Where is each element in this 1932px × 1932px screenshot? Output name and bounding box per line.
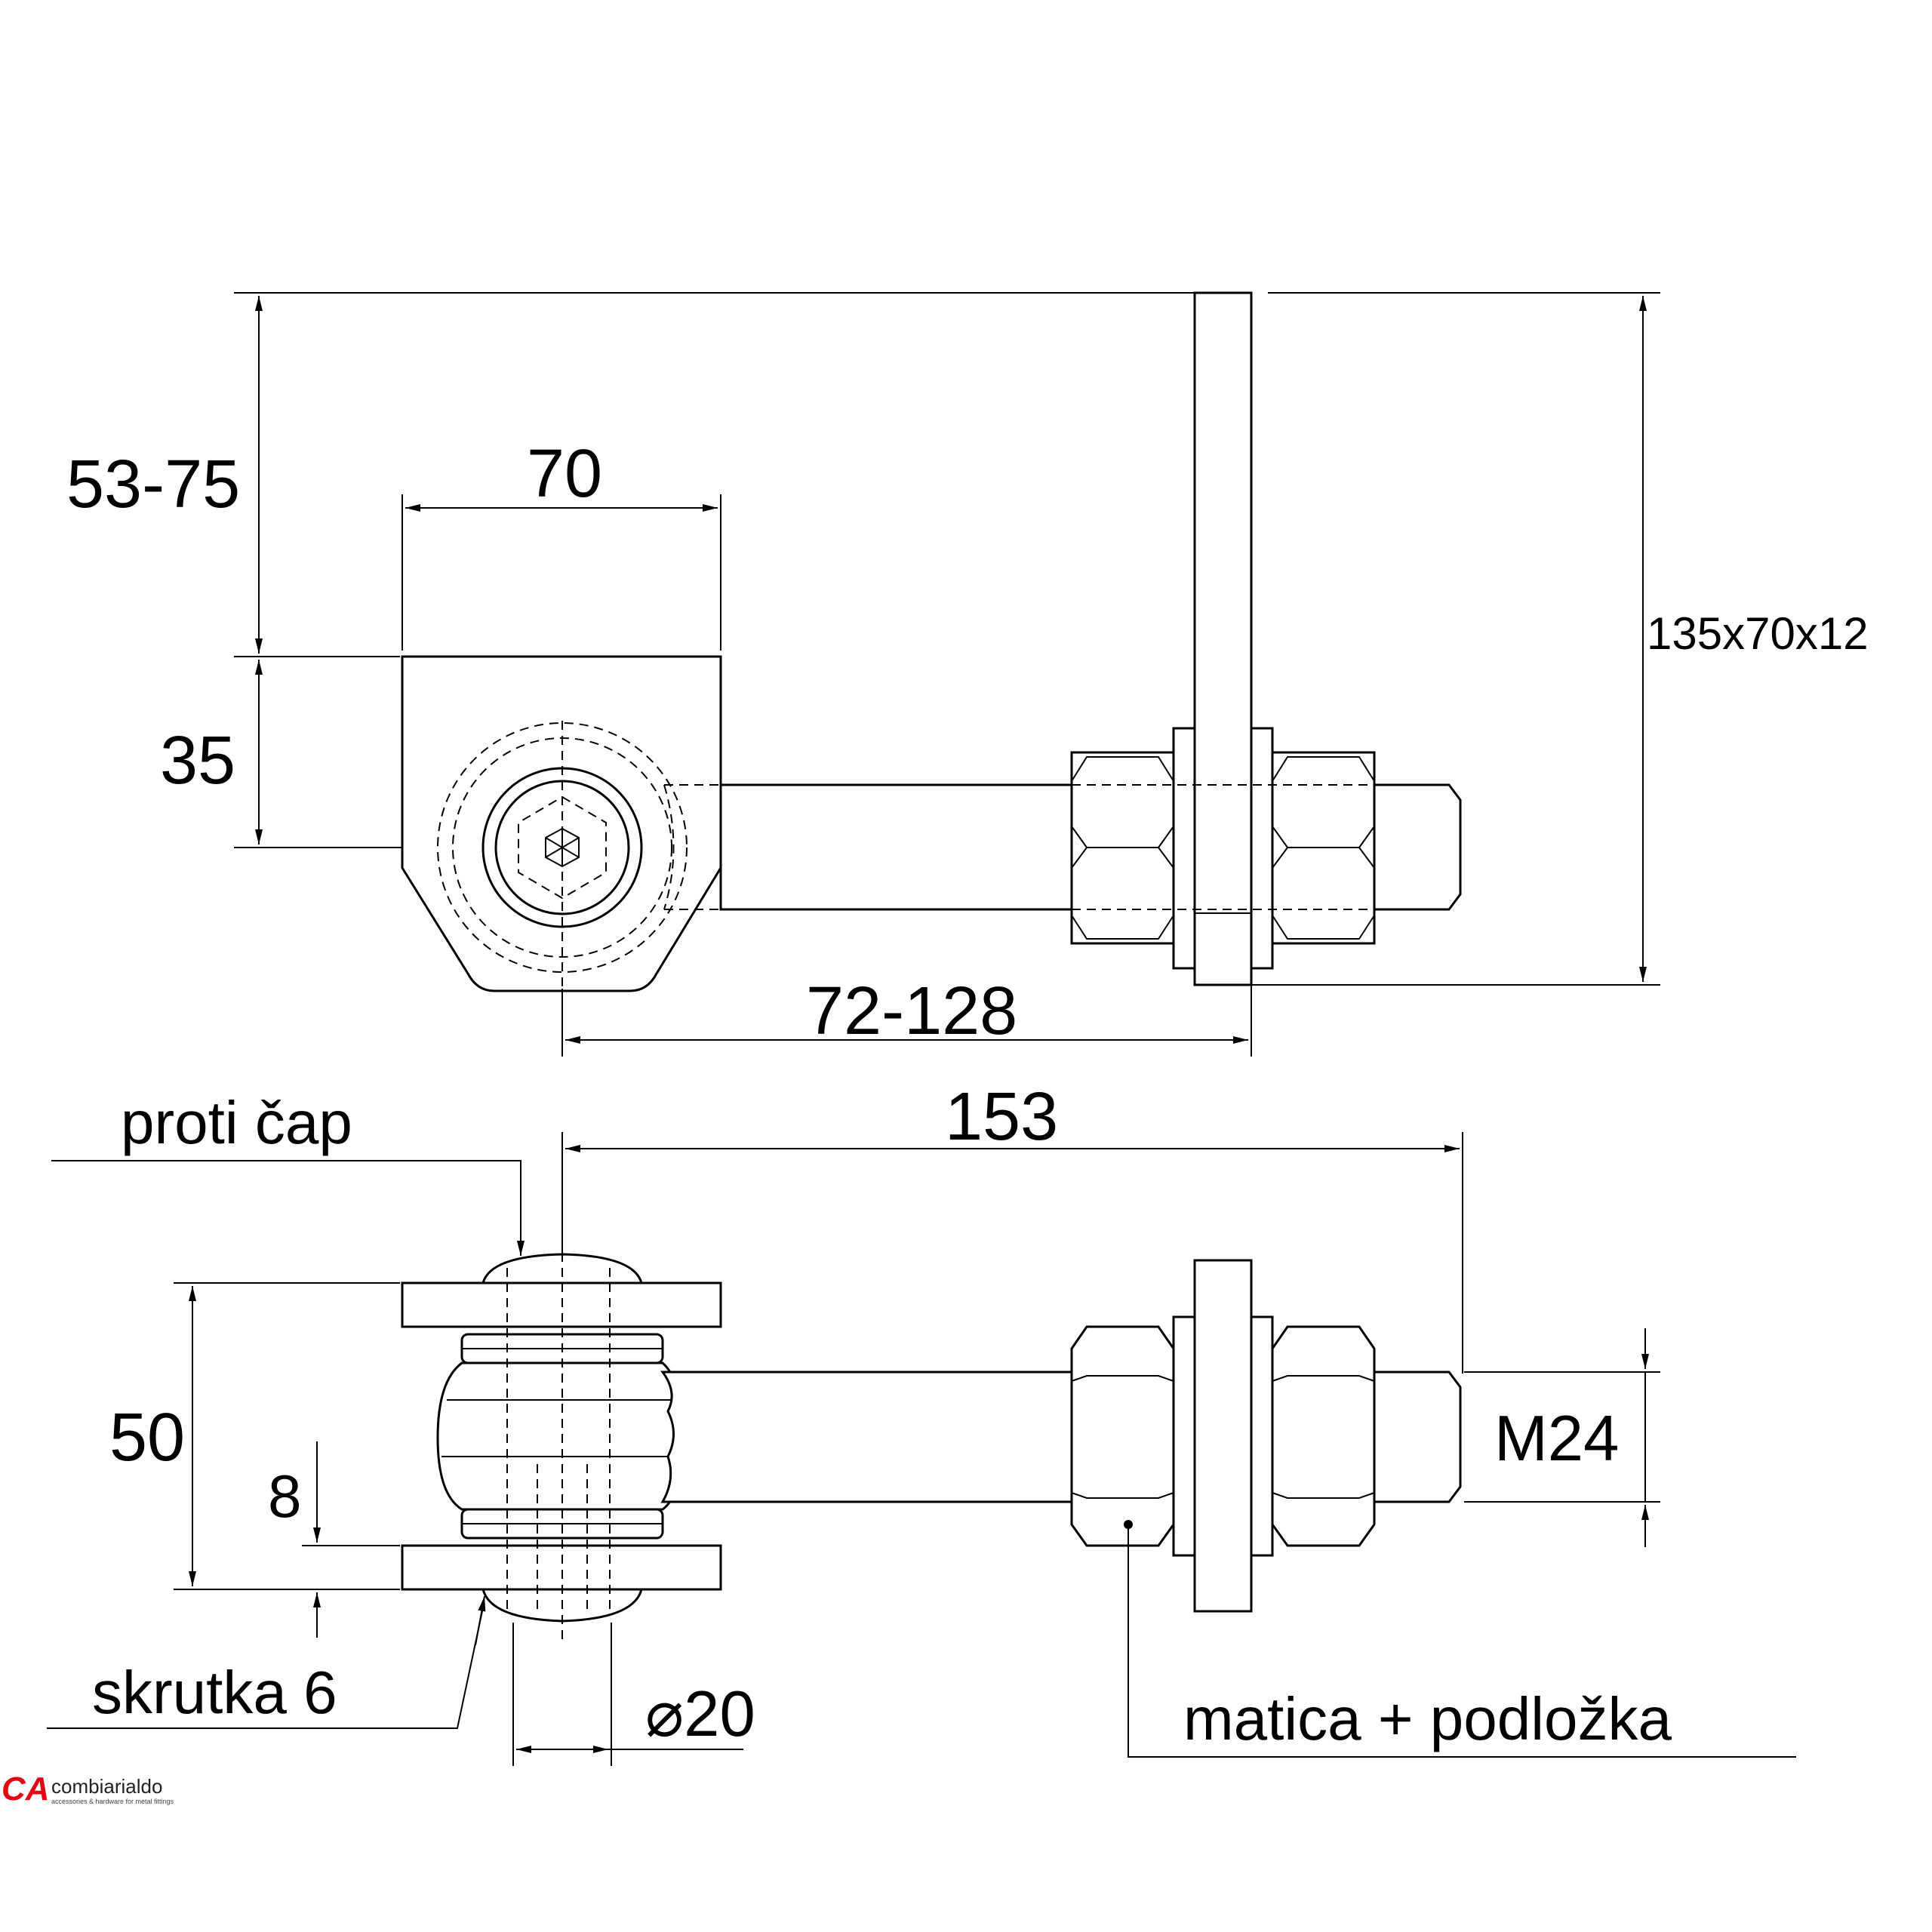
label-pin-cap: proti čap xyxy=(121,1089,352,1156)
logo-name: combiarialdo xyxy=(51,1775,162,1798)
label-screw: skrutka 6 xyxy=(92,1659,337,1726)
top-view: 53-75 70 35 135x70x12 72-128 xyxy=(66,291,1869,1057)
washer-right-bottom xyxy=(1250,1315,1274,1557)
nut-left-bottom xyxy=(1070,1325,1175,1547)
ball-joint xyxy=(436,1361,685,1511)
rod-bottom xyxy=(660,1371,1073,1503)
label-70: 70 xyxy=(527,436,602,512)
label-35: 35 xyxy=(160,723,235,798)
weld-plate xyxy=(1193,291,1253,986)
leader-screw xyxy=(47,1607,484,1729)
logo-mark: CA xyxy=(2,1770,50,1807)
label-nut-washer: matica + podložka xyxy=(1183,1685,1672,1752)
label-53-75: 53-75 xyxy=(66,447,240,522)
leader-pin-cap xyxy=(51,1160,521,1253)
label-plate: 135x70x12 xyxy=(1647,608,1869,659)
nut-right xyxy=(1271,751,1376,945)
rod-end-bottom xyxy=(1373,1371,1462,1503)
label-72-128: 72-128 xyxy=(806,974,1017,1049)
label-50: 50 xyxy=(109,1400,185,1475)
threaded-rod xyxy=(719,783,1073,911)
rod-end xyxy=(1373,783,1462,911)
label-dia: ⌀20 xyxy=(645,1678,755,1750)
bottom-plate xyxy=(401,1544,722,1591)
hex-socket-hidden xyxy=(518,795,607,900)
nut-left xyxy=(1070,751,1175,945)
bracket-body xyxy=(401,655,722,992)
weld-plate-bottom xyxy=(1193,1259,1253,1613)
label-m24: M24 xyxy=(1494,1403,1619,1475)
washer-right xyxy=(1250,727,1274,970)
label-153: 153 xyxy=(945,1079,1058,1155)
arrow-screw xyxy=(475,1595,486,1646)
brand-logo: CA combiarialdo accessories & hardware f… xyxy=(2,1770,174,1807)
washer-left-bottom xyxy=(1172,1315,1196,1557)
leader-nut-washer xyxy=(1128,1524,1796,1758)
bottom-view: 153 proti čap xyxy=(47,1079,1796,1766)
label-8: 8 xyxy=(268,1463,302,1530)
logo-tagline: accessories & hardware for metal fitting… xyxy=(51,1798,174,1805)
washer-left xyxy=(1172,727,1196,970)
rod-hidden-end xyxy=(663,784,675,910)
hidden-circle-outer xyxy=(437,722,688,973)
nut-right-bottom xyxy=(1271,1325,1376,1547)
